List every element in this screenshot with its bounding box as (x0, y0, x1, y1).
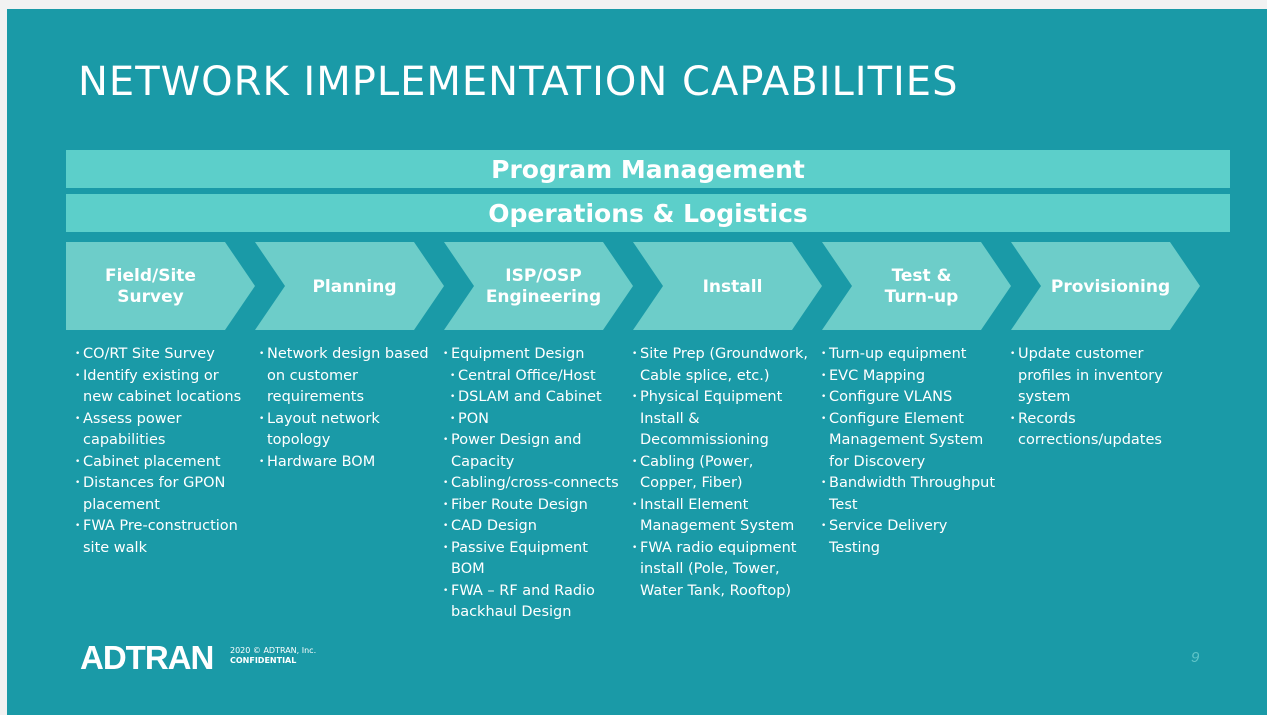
bullet-item: Equipment Design (443, 344, 621, 366)
bullet-list: Update customer profiles in inventory sy… (1010, 344, 1188, 452)
svg-text:ADTRAN: ADTRAN (80, 639, 213, 673)
bullet-item: FWA – RF and Radio backhaul Design (443, 581, 621, 624)
bullet-item: Central Office/Host (443, 366, 621, 388)
bullet-item: Turn-up equipment (821, 344, 999, 366)
bullet-item: Assess power capabilities (75, 409, 253, 452)
bullet-item: FWA radio equipment install (Pole, Tower… (632, 538, 810, 603)
bullet-item: Power Design and Capacity (443, 430, 621, 473)
bullet-item: Network design based on customer require… (259, 344, 437, 409)
bullet-item: Layout network topology (259, 409, 437, 452)
bullet-item: Install Element Management System (632, 495, 810, 538)
phase-column-5: Turn-up equipmentEVC MappingConfigure VL… (821, 344, 999, 559)
copyright: 2020 © ADTRAN, Inc. CONFIDENTIAL (230, 646, 316, 666)
phase-column-3: Equipment DesignCentral Office/HostDSLAM… (443, 344, 621, 624)
phase-label-1: Field/Site Survey (105, 266, 196, 307)
phase-label-6: Provisioning (1050, 276, 1171, 297)
bullet-item: Hardware BOM (259, 452, 437, 474)
phase-label-4: Install (702, 276, 763, 297)
slide: NETWORK IMPLEMENTATION CAPABILITIES Prog… (7, 9, 1267, 715)
bullet-item: Cabling/cross-connects (443, 473, 621, 495)
phase-column-6: Update customer profiles in inventory sy… (1010, 344, 1188, 452)
phase-column-1: CO/RT Site SurveyIdentify existing or ne… (75, 344, 253, 559)
bullet-item: Configure VLANS (821, 387, 999, 409)
adtran-logo: ADTRAN (80, 639, 214, 673)
phase-column-2: Network design based on customer require… (259, 344, 437, 473)
bullet-item: DSLAM and Cabinet (443, 387, 621, 409)
bullet-item: Physical Equipment Install & Decommissio… (632, 387, 810, 452)
bullet-list: Site Prep (Groundwork, Cable splice, etc… (632, 344, 810, 602)
page-number: 9 (1191, 649, 1200, 666)
chevron-6 (1011, 242, 1200, 330)
bullet-item: Distances for GPON placement (75, 473, 253, 516)
bullet-item: Bandwidth Throughput Test (821, 473, 999, 516)
bullet-item: FWA Pre-construction site walk (75, 516, 253, 559)
phase-label-3: ISP/OSP Engineering (485, 266, 602, 307)
chevron-2 (255, 242, 444, 330)
bullet-item: Configure Element Management System for … (821, 409, 999, 474)
bullet-list: Equipment DesignCentral Office/HostDSLAM… (443, 344, 621, 624)
bullet-list: CO/RT Site SurveyIdentify existing or ne… (75, 344, 253, 559)
bullet-item: Fiber Route Design (443, 495, 621, 517)
bullet-item: PON (443, 409, 621, 431)
phase-column-4: Site Prep (Groundwork, Cable splice, etc… (632, 344, 810, 602)
chevron-3 (444, 242, 633, 330)
bullet-list: Turn-up equipmentEVC MappingConfigure VL… (821, 344, 999, 559)
slide-title: NETWORK IMPLEMENTATION CAPABILITIES (78, 59, 959, 105)
bullet-list: Network design based on customer require… (259, 344, 437, 473)
phase-label-5: Test & Turn-up (884, 266, 959, 307)
chevron-5 (822, 242, 1011, 330)
phase-chevrons (66, 242, 1200, 330)
bullet-item: Passive Equipment BOM (443, 538, 621, 581)
bullet-item: Service Delivery Testing (821, 516, 999, 559)
bullet-item: CO/RT Site Survey (75, 344, 253, 366)
confidential-label: CONFIDENTIAL (230, 656, 297, 665)
program-management-bar: Program Management (66, 150, 1230, 188)
operations-logistics-bar: Operations & Logistics (66, 194, 1230, 232)
phase-label-2: Planning (312, 276, 397, 297)
bullet-item: Records corrections/updates (1010, 409, 1188, 452)
bullet-item: Site Prep (Groundwork, Cable splice, etc… (632, 344, 810, 387)
bullet-item: Identify existing or new cabinet locatio… (75, 366, 253, 409)
copyright-year: 2020 © ADTRAN, Inc. (230, 646, 317, 655)
bullet-item: EVC Mapping (821, 366, 999, 388)
chevron-1 (66, 242, 255, 330)
bullet-item: Cabinet placement (75, 452, 253, 474)
chevron-4 (633, 242, 822, 330)
bullet-item: Update customer profiles in inventory sy… (1010, 344, 1188, 409)
bullet-item: CAD Design (443, 516, 621, 538)
bullet-item: Cabling (Power, Copper, Fiber) (632, 452, 810, 495)
